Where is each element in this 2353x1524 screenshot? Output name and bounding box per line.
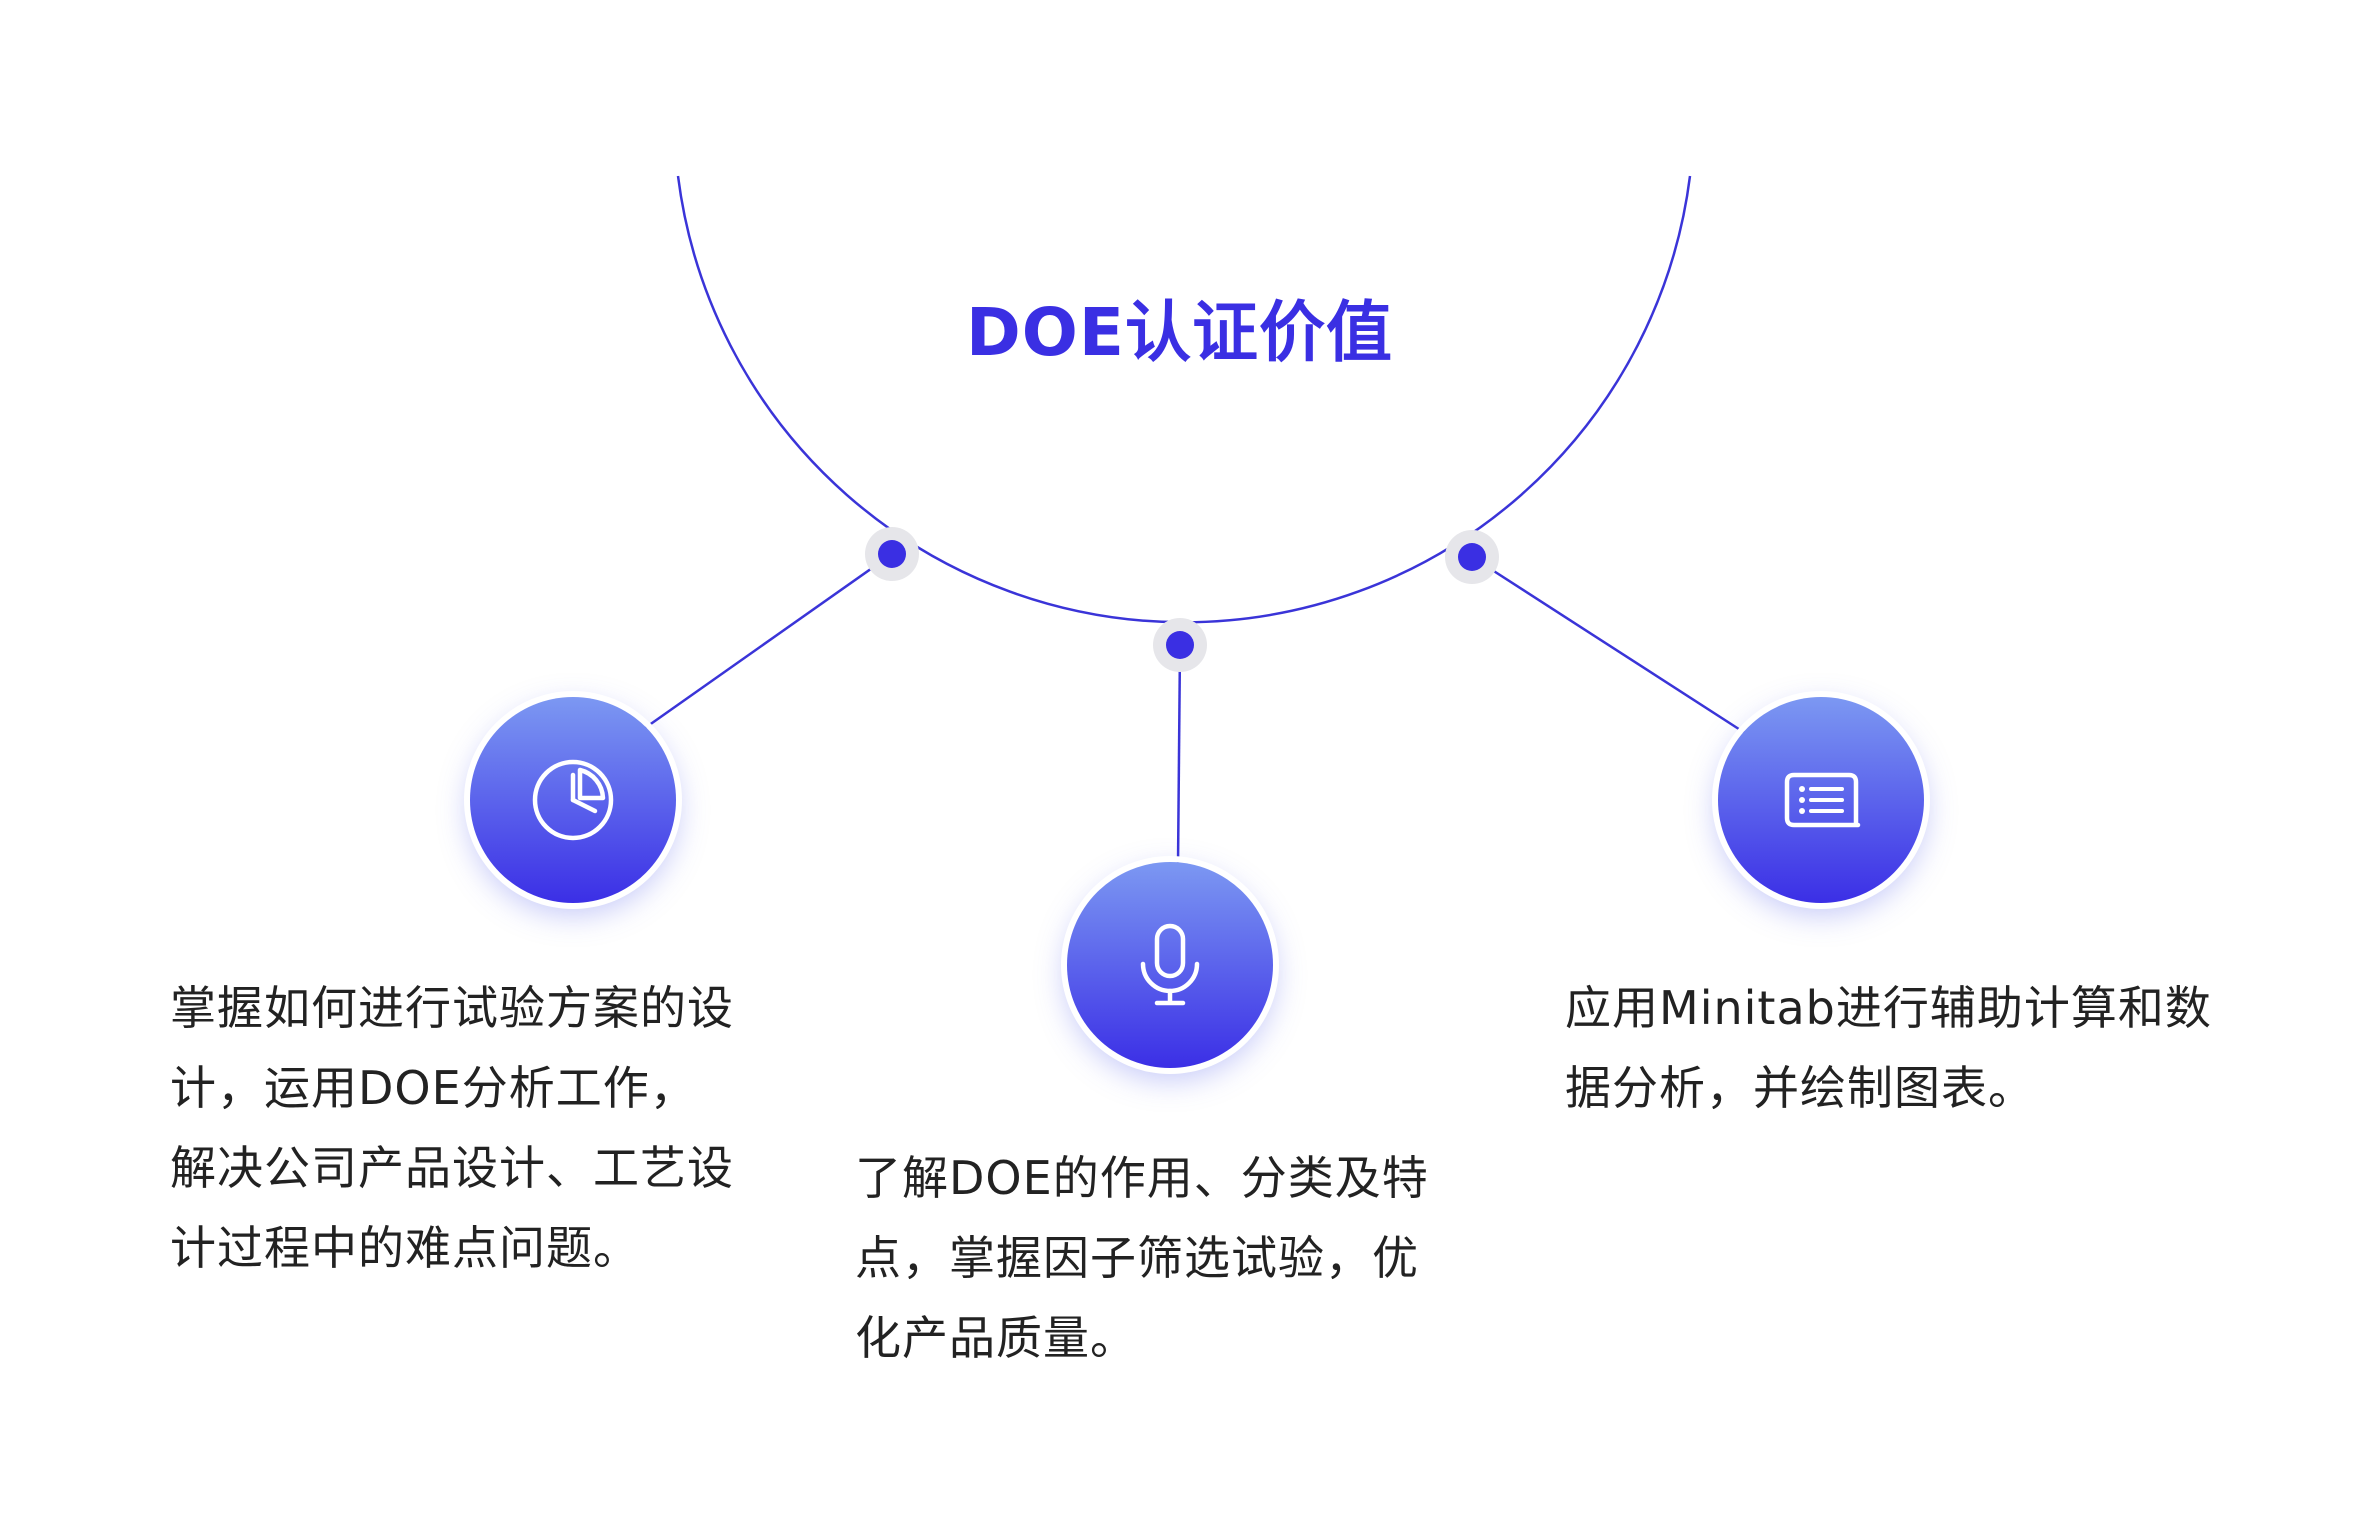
value-description-minitab: 应用Minitab进行辅助计算和数 据分析，并绘制图表。 — [1565, 968, 2305, 1128]
description-line: 据分析，并绘制图表。 — [1565, 1061, 2035, 1115]
value-node-minitab — [1718, 697, 1924, 903]
description-line: 计过程中的难点问题。 — [170, 1221, 640, 1275]
arc-dot-right — [1445, 530, 1499, 584]
description-line: 化产品质量。 — [855, 1311, 1137, 1365]
connector-line-left — [644, 552, 893, 730]
description-line: 解决公司产品设计、工艺设 — [170, 1141, 734, 1195]
value-description-screening: 了解DOE的作用、分类及特 点，掌握因子筛选试验，优 化产品质量。 — [855, 1138, 1505, 1378]
arc-dot-center — [1153, 618, 1207, 672]
arc-dot-left — [865, 527, 919, 581]
list-document-icon — [1784, 772, 1861, 828]
description-line: 计，运用DOE分析工作， — [170, 1061, 697, 1115]
connector-line-right — [1471, 555, 1746, 735]
pie-chart-icon — [532, 759, 614, 841]
connector-line-center — [1176, 644, 1182, 866]
description-line: 掌握如何进行试验方案的设 — [170, 981, 734, 1035]
value-description-analysis: 掌握如何进行试验方案的设 计，运用DOE分析工作， 解决公司产品设计、工艺设 计… — [170, 968, 810, 1288]
main-arc — [676, 175, 1692, 624]
description-line: 点，掌握因子筛选试验，优 — [855, 1231, 1419, 1285]
value-node-screening — [1067, 862, 1273, 1068]
description-line: 了解DOE的作用、分类及特 — [855, 1151, 1429, 1205]
microphone-icon — [1140, 923, 1200, 1006]
value-node-analysis — [470, 697, 676, 903]
description-line: 应用Minitab进行辅助计算和数 — [1565, 981, 2212, 1035]
page-title: DOE认证价值 — [966, 294, 1393, 371]
